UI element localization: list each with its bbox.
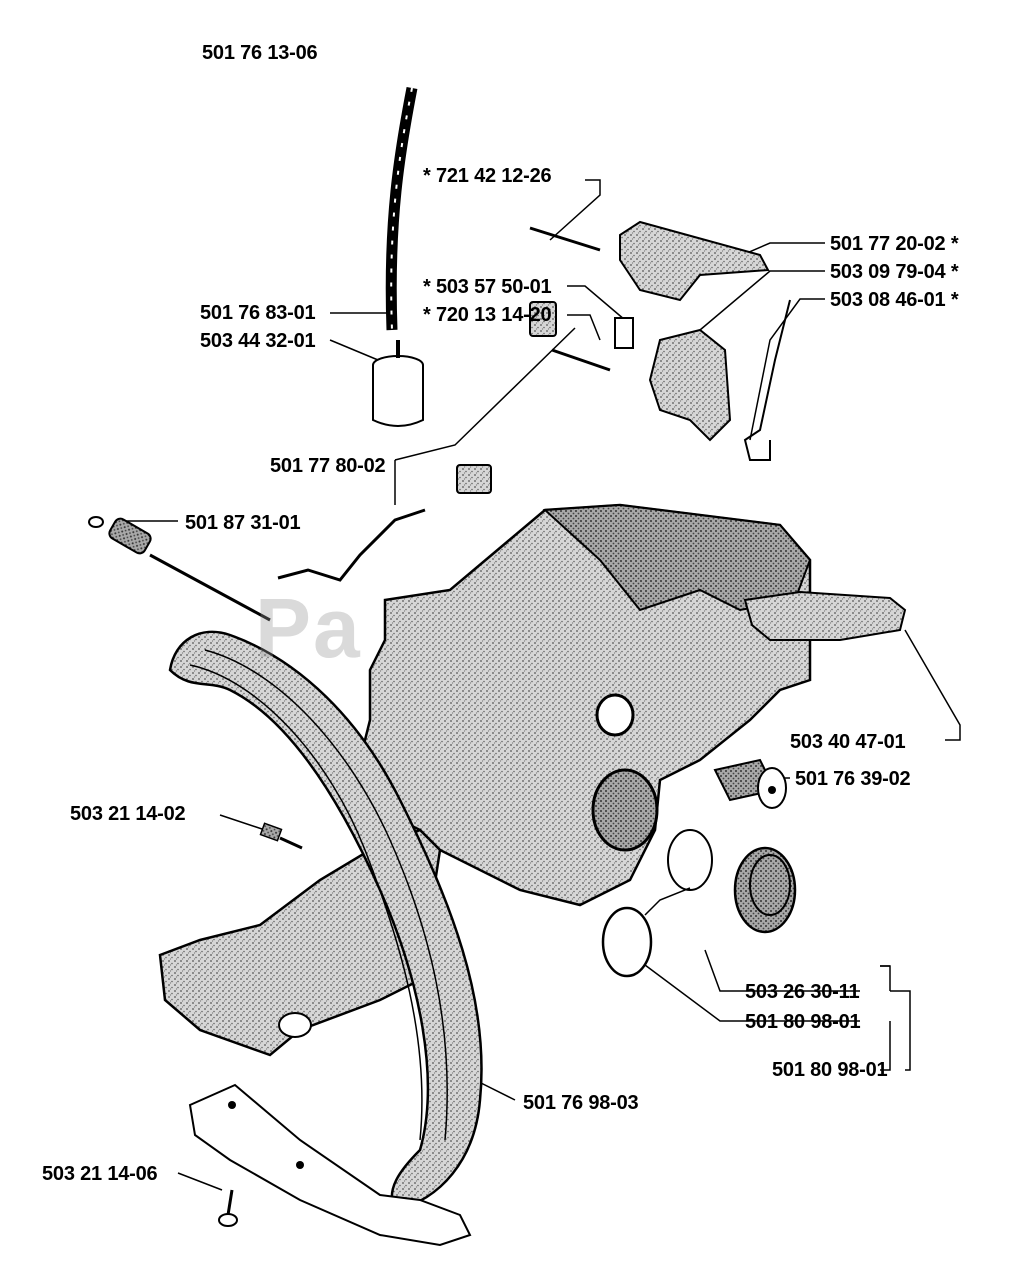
label-501778002: 501 77 80-02: [270, 455, 386, 477]
fuel-filter: [372, 340, 424, 427]
cylinder-port: [595, 693, 635, 737]
label-501772002: 501 77 20-02 *: [830, 233, 959, 255]
cap-strap: [644, 887, 691, 916]
spring-503575: [614, 317, 634, 349]
label-501761306: 501 76 13-06: [202, 42, 318, 64]
label-501809801-a: 501 80 98-01: [745, 1011, 861, 1033]
handle-ridge-2: [204, 649, 448, 1141]
label-721421226: * 721 42 12-26: [423, 165, 552, 187]
leader-lines: [125, 179, 961, 1191]
label-503211402: 503 21 14-02: [70, 803, 186, 825]
bracket-hole-2: [296, 1161, 304, 1169]
handle-bracket: [188, 1083, 472, 1247]
label-503263011: 503 26 30-11: [745, 981, 860, 1003]
label-501873101: 501 87 31-01: [185, 512, 301, 534]
screw-503211-06: [218, 1189, 238, 1227]
label-503097904: 503 09 79-04 *: [830, 261, 959, 283]
fuel-port: [591, 768, 659, 852]
label-501768301: 501 76 83-01: [200, 302, 316, 324]
label-503443201: 503 44 32-01: [200, 330, 316, 352]
cap-seal-501809: [601, 906, 653, 978]
bushing-501763: [713, 758, 787, 809]
throttle-cable: [88, 516, 271, 622]
oil-cap: [733, 846, 797, 934]
label-501769803: 501 76 98-03: [523, 1092, 639, 1114]
screw-503211-02: [259, 822, 303, 850]
choke-part-a: [529, 301, 557, 337]
handle-ridge-1: [189, 664, 423, 1141]
throttle-lockout: [648, 328, 732, 442]
bracket-hole-1: [228, 1101, 236, 1109]
choke-rod: [277, 508, 426, 582]
watermark: Pa: [255, 581, 362, 675]
spring-503084: [743, 299, 791, 461]
label-503404701: 503 40 47-01: [790, 731, 906, 753]
label-503211406: 503 21 14-06: [42, 1163, 158, 1185]
throttle-lever: [619, 220, 770, 302]
pin-720: [551, 348, 611, 372]
pin-721: [529, 226, 601, 252]
mount-hole: [278, 1012, 312, 1038]
label-501809801-b: 501 80 98-01: [772, 1059, 888, 1081]
label-503575001: * 503 57 50-01: [423, 276, 552, 298]
choke-part-b: [456, 464, 492, 494]
trigger-grip: [743, 590, 907, 641]
fuel-hose: [385, 86, 418, 331]
label-501763902: 501 76 39-02: [795, 768, 911, 790]
label-503084601: 503 08 46-01 *: [830, 289, 959, 311]
label-720131420: * 720 13 14-20: [423, 304, 552, 326]
oring-503263: [667, 829, 713, 891]
